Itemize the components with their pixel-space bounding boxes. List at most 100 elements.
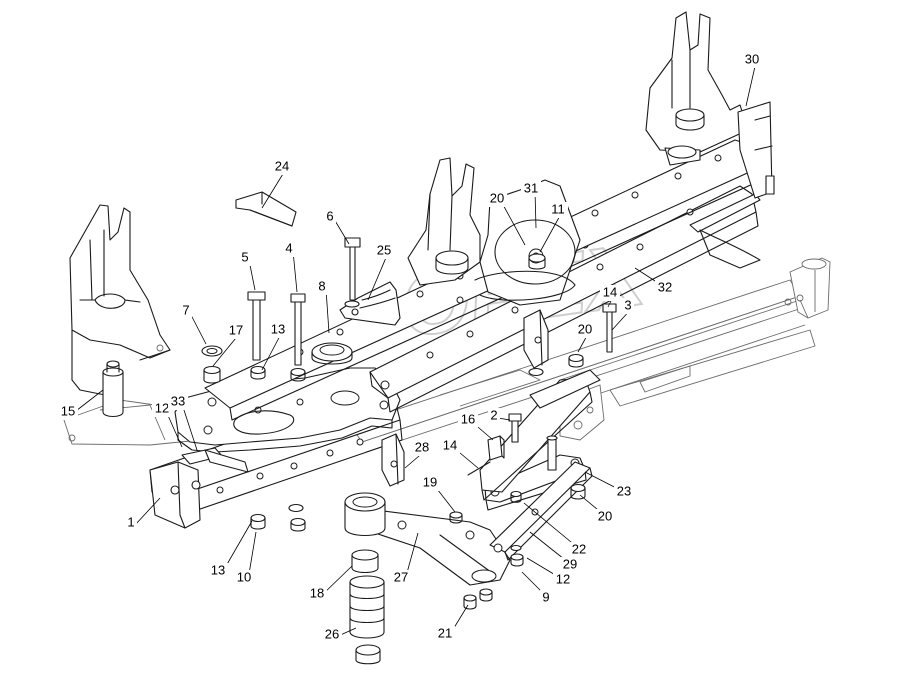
callout-number-25: 25 bbox=[377, 242, 391, 257]
wedge-part-24 bbox=[235, 191, 297, 227]
center-bracket-plate bbox=[407, 157, 581, 306]
leader-line-20 bbox=[500, 200, 526, 246]
callout-number-24: 24 bbox=[275, 158, 289, 173]
upright-pin bbox=[546, 435, 558, 471]
bolt-5 bbox=[247, 291, 266, 361]
callout-number-11: 11 bbox=[551, 201, 565, 216]
pivot-housing bbox=[344, 492, 386, 537]
leader-line-30 bbox=[745, 61, 757, 107]
callout-backdrop bbox=[521, 181, 541, 197]
washer-7 bbox=[201, 345, 223, 357]
callout-number-20: 20 bbox=[490, 190, 504, 205]
pin-14 bbox=[467, 461, 491, 476]
callout-number-1: 1 bbox=[127, 514, 134, 529]
callout-backdrop bbox=[548, 202, 568, 218]
leader-line-7 bbox=[189, 312, 207, 345]
callout-backdrop bbox=[283, 241, 295, 257]
callout-number-23: 23 bbox=[617, 483, 631, 498]
leader-line-33 bbox=[181, 403, 198, 451]
callout-number-10: 10 bbox=[237, 569, 251, 584]
spindle-26 bbox=[349, 575, 385, 639]
callout-backdrop bbox=[487, 191, 507, 207]
leader-line-31 bbox=[534, 190, 537, 229]
bushing-18 bbox=[351, 549, 379, 574]
callout-backdrop bbox=[560, 557, 580, 573]
pivot-pin-15 bbox=[102, 360, 124, 418]
ring-part-8 bbox=[311, 342, 353, 365]
clamp-28 bbox=[381, 433, 405, 487]
callout-number-27: 27 bbox=[394, 569, 408, 584]
nut-13-top bbox=[250, 365, 266, 380]
callout-number-8: 8 bbox=[318, 278, 325, 293]
callout-backdrop bbox=[435, 626, 455, 642]
bolt-3 bbox=[602, 303, 617, 353]
bushing-bottom bbox=[355, 644, 381, 665]
callout-backdrop bbox=[614, 484, 634, 500]
callout-backdrop bbox=[239, 250, 251, 266]
center-disc-31 bbox=[494, 219, 576, 285]
callout-number-6: 6 bbox=[326, 208, 333, 223]
callout-backdrop bbox=[440, 438, 460, 454]
callout-backdrop bbox=[391, 570, 411, 586]
nut-19 bbox=[449, 511, 463, 524]
callout-number-5: 5 bbox=[241, 249, 248, 264]
left-clamp-bracket bbox=[149, 447, 249, 529]
callout-backdrop bbox=[125, 515, 137, 531]
callout-backdrop bbox=[600, 285, 620, 301]
clamp-center bbox=[523, 309, 549, 377]
callout-backdrop bbox=[272, 159, 292, 175]
nut-20-right bbox=[570, 483, 586, 500]
callout-number-12: 12 bbox=[556, 571, 570, 586]
callout-backdrop bbox=[168, 394, 188, 410]
nut-4-lower bbox=[290, 367, 306, 382]
callout-backdrop bbox=[322, 627, 342, 643]
callout-number-28: 28 bbox=[415, 439, 429, 454]
lower-bracket-29 bbox=[489, 461, 593, 561]
callout-number-30: 30 bbox=[745, 51, 759, 66]
callout-number-7: 7 bbox=[182, 302, 189, 317]
callout-number-29: 29 bbox=[563, 556, 577, 571]
callout-backdrop bbox=[234, 570, 254, 586]
callout-number-19: 19 bbox=[423, 474, 437, 489]
callout-backdrop bbox=[488, 408, 500, 424]
right-bracket-plate bbox=[645, 11, 775, 269]
callout-backdrop bbox=[412, 440, 432, 456]
leader-line-8 bbox=[325, 288, 330, 334]
callout-number-13: 13 bbox=[271, 321, 285, 336]
nut-10 bbox=[250, 503, 306, 532]
leader-line-4 bbox=[292, 250, 298, 293]
callout-backdrop bbox=[595, 509, 615, 525]
callout-number-12: 12 bbox=[155, 400, 169, 415]
leader-line-1 bbox=[134, 497, 161, 526]
callout-number-26: 26 bbox=[325, 626, 339, 641]
nut-20-top bbox=[528, 253, 546, 270]
callout-backdrop bbox=[208, 563, 228, 579]
callout-number-33: 33 bbox=[171, 393, 185, 408]
callout-backdrop bbox=[655, 280, 675, 296]
leader-line-24 bbox=[261, 168, 287, 209]
callout-number-3: 3 bbox=[624, 297, 631, 312]
callout-number-17: 17 bbox=[229, 322, 243, 337]
callout-number-4: 4 bbox=[285, 240, 292, 255]
callout-backdrop bbox=[553, 572, 573, 588]
callout-backdrop bbox=[569, 542, 589, 558]
bushing-17 bbox=[203, 365, 221, 384]
callout-backdrop bbox=[58, 404, 78, 420]
callout-backdrop bbox=[742, 52, 762, 68]
pin-16 bbox=[487, 435, 505, 461]
leader-line-11 bbox=[539, 211, 563, 253]
callout-number-16: 16 bbox=[461, 411, 475, 426]
lower-right-arm-22 bbox=[479, 369, 601, 501]
callout-number-31: 31 bbox=[524, 180, 538, 195]
callout-backdrop bbox=[180, 303, 192, 319]
callout-number-13: 13 bbox=[211, 562, 225, 577]
nut-9-12 bbox=[510, 544, 524, 567]
callout-backdrop bbox=[622, 298, 634, 314]
callout-backdrop bbox=[226, 323, 246, 339]
callout-backdrop bbox=[374, 243, 394, 259]
callout-number-9: 9 bbox=[542, 589, 549, 604]
bracket-part-25 bbox=[339, 281, 401, 326]
callout-number-14: 14 bbox=[603, 284, 617, 299]
